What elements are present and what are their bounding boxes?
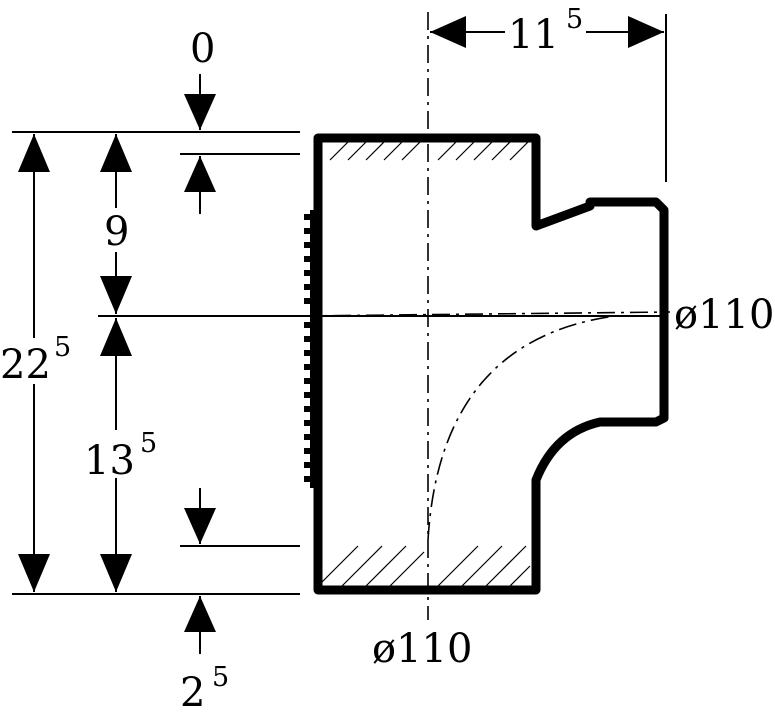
- label-lower-height: 13: [84, 438, 135, 484]
- hatch-bottom: [321, 545, 531, 591]
- center-lines: [299, 12, 671, 620]
- label-lower-height-sup: 5: [140, 428, 157, 459]
- label-bottom-offset: 2: [180, 670, 205, 712]
- label-bottom-offset-sup: 5: [212, 662, 229, 693]
- dimension-lines: [18, 16, 664, 654]
- label-branch-length: 11: [508, 12, 559, 58]
- label-main-diameter: ø110: [372, 626, 472, 672]
- extension-lines: [12, 14, 667, 595]
- label-total-height-sup: 5: [54, 332, 71, 363]
- ribs: [304, 210, 314, 488]
- pipe-body: [313, 133, 669, 595]
- dimension-labels: 0 9 22 5 13 5 2 5 11 5 ø110 ø110: [0, 4, 775, 712]
- label-top-offset: 0: [190, 26, 215, 72]
- label-upper-height: 9: [104, 209, 129, 255]
- label-total-height: 22: [0, 342, 51, 388]
- label-branch-diameter: ø110: [674, 292, 774, 338]
- label-branch-length-sup: 5: [566, 4, 583, 35]
